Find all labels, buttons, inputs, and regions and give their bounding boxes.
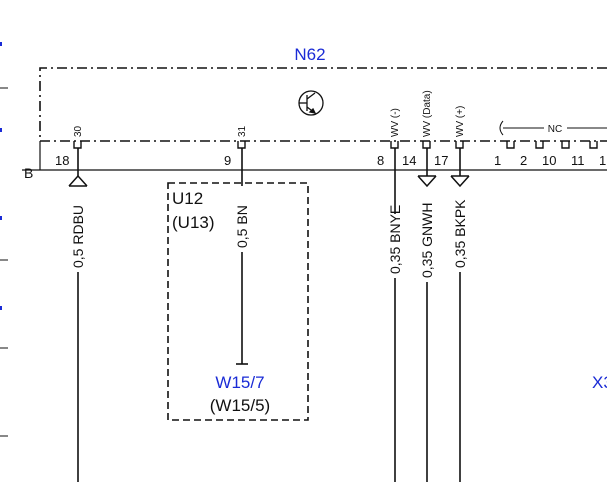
pin-signal: 30 — [73, 125, 84, 137]
plug-icon — [68, 174, 88, 187]
wire-spec: 0,5 BN — [234, 205, 250, 248]
nc-bracket — [499, 120, 607, 136]
connector-label: B — [24, 165, 33, 181]
pin-number: 11 — [571, 153, 585, 168]
pin-signals: 30 31 WV (-) WV (Data) WV (+) — [73, 90, 466, 137]
connector-strip — [22, 141, 607, 171]
pin-number: 10 — [542, 153, 556, 168]
wire-spec: 0,35 BKPK — [452, 199, 468, 268]
ground-alt: (W15/5) — [210, 396, 270, 415]
pin-markers — [73, 141, 598, 149]
splice-alt-title: (U13) — [172, 213, 215, 232]
ground-ref-link[interactable]: W15/7 — [215, 373, 264, 392]
pin-signal: WV (-) — [390, 108, 401, 137]
pin-numbers: 18 9 8 14 17 1 2 10 11 1 — [55, 153, 606, 168]
transistor-icon — [298, 90, 324, 116]
edge-ref-link[interactable]: X3 — [592, 373, 607, 392]
margin-marks — [0, 42, 2, 310]
pin-number: 1 — [599, 153, 606, 168]
splice-title: U12 — [172, 189, 203, 208]
pin-number: 17 — [434, 153, 448, 168]
wire-spec: 0,35 GNWH — [419, 203, 435, 278]
socket-icon — [450, 175, 470, 188]
pin-number: 8 — [377, 153, 384, 168]
wire-spec: 0,5 RDBU — [70, 205, 86, 268]
wire-spec: 0,35 BNYE — [387, 205, 403, 274]
module-enclosure — [39, 67, 607, 142]
pin-number: 14 — [402, 153, 416, 168]
socket-icon — [417, 175, 437, 188]
pin-number: 9 — [224, 153, 231, 168]
pin-signal: WV (+) — [455, 106, 466, 137]
splice-box — [167, 182, 309, 421]
pin-signal: 31 — [237, 125, 248, 137]
pin-number: 18 — [55, 153, 69, 168]
pin-number: 2 — [520, 153, 527, 168]
pin-number: 1 — [494, 153, 501, 168]
nc-label: NC — [548, 124, 562, 135]
margin-ticks — [0, 87, 8, 437]
module-title[interactable]: N62 — [294, 45, 325, 64]
wire-specs: 0,5 RDBU 0,5 BN 0,35 BNYE 0,35 GNWH 0,35… — [70, 199, 468, 278]
pin-signal: WV (Data) — [422, 90, 433, 137]
wires — [77, 148, 461, 482]
